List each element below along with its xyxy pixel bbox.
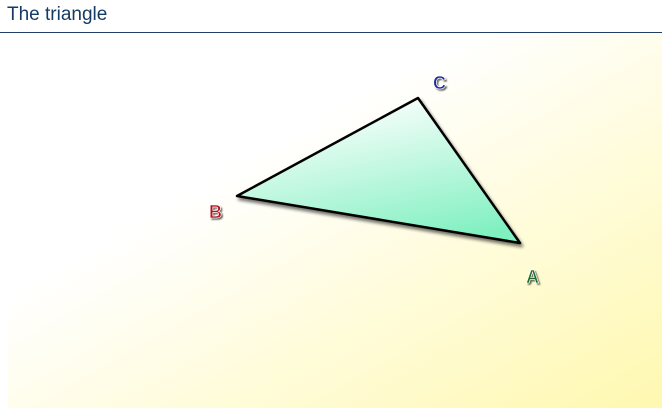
triangle-diagram: A B C <box>8 34 662 408</box>
header-bar: The triangle <box>0 0 662 33</box>
page-title: The triangle <box>7 4 108 25</box>
triangle-shape <box>235 96 522 245</box>
diagram-canvas: A B C <box>8 34 662 408</box>
diagram-background <box>8 34 662 408</box>
vertex-label-a: A <box>526 267 539 287</box>
vertex-label-c: C <box>433 73 446 93</box>
vertex-label-b: B <box>209 202 222 222</box>
